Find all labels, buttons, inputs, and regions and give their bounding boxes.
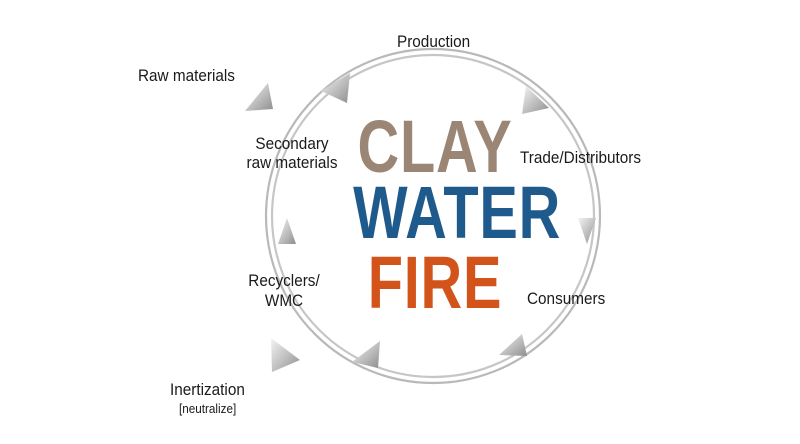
arrow-to-production [321,73,350,103]
label-secondary-line2: raw materials [246,153,338,172]
label-secondary-line1: Secondary [255,134,329,153]
label-inertization: Inertization [170,380,245,399]
label-trade-distributors: Trade/Distributors [520,148,642,167]
arrow-to-recyclers [352,341,380,368]
label-consumers: Consumers [527,289,606,308]
label-recyclers-line2: WMC [264,291,304,310]
label-raw-materials: Raw materials [138,66,235,85]
center-word-clay: CLAY [357,105,513,188]
arrow-to-inertization [271,338,300,372]
label-production: Production [397,32,471,51]
arrow-raw-materials-in [245,83,273,111]
arrow-up-to-secondary [278,218,296,244]
center-word-fire: FIRE [367,241,503,324]
cycle-ring-outer [264,47,602,385]
arrow-from-consumers [499,334,527,356]
cycle-ring-inner [270,53,596,379]
arrow-to-trade [522,86,549,114]
label-recyclers-line1: Recyclers/ [248,271,320,290]
center-word-water: WATER [353,171,562,254]
label-neutralize: [neutralize] [179,401,237,416]
arrow-to-consumers [578,218,596,244]
